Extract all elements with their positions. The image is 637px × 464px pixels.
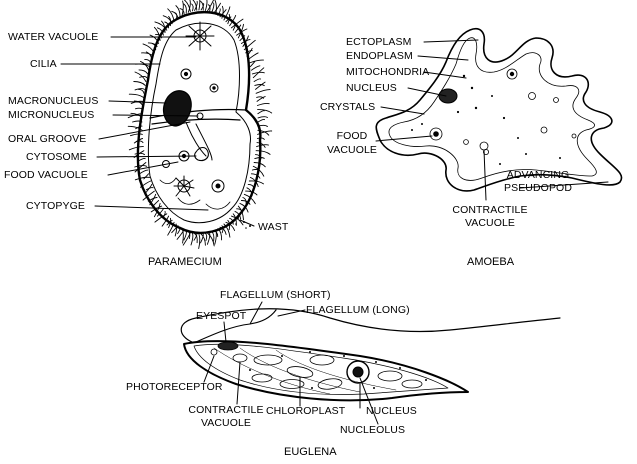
caption-amoeba: AMOEBA [467,256,515,268]
label-oral-groove: ORAL GROOVE [8,133,87,145]
water-vacuole-star [185,21,215,51]
label-nucleus: NUCLEUS [346,82,397,94]
label-endoplasm: ENDOPLASM [346,50,413,62]
caption-euglena: EUGLENA [284,446,337,458]
label-macronucleus: MACRONUCLEUS [8,95,99,107]
amoeba-drawing [375,28,623,192]
label-advancing-line2: PSEUDOPOD [504,182,572,194]
label-chloroplast: CHLOROPLAST [266,405,346,417]
euglena-nucleus [346,360,370,384]
label-water-vacuole: WATER VACUOLE [8,31,99,43]
label-ectoplasm: ECTOPLASM [346,36,412,48]
label-micronucleus: MICRONUCLEUS [8,109,95,121]
euglena-nucleolus [352,366,364,378]
label-eyespot: EYESPOT [196,310,247,322]
euglena-drawing [180,308,561,402]
label-mitochondria: MITOCHONDRIA [346,66,430,78]
amoeba-nucleus [438,88,458,104]
paramecium-drawing [127,0,273,249]
label-cytosome: CYTOSOME [26,151,87,163]
label-cytopyge: CYTOPYGE [26,200,85,212]
caption-paramecium: PARAMECIUM [148,256,222,268]
flagellum-long [180,308,561,343]
amoeba-contractile-vacuole [479,141,489,151]
label-food-vacuole: FOOD VACUOLE [4,169,88,181]
leader-lines [60,36,609,425]
label-flagellum-short: FLAGELLUM (SHORT) [220,289,331,301]
label-nucleolus: NUCLEOLUS [340,424,406,436]
eyespot-shape [217,341,239,351]
label-contractile-line2: VACUOLE [464,217,516,229]
label-food-vacuole-line1: FOOD [336,130,368,142]
label-crystals: CRYSTALS [320,101,376,113]
label-contractile-line1: CONTRACTILE [188,404,264,416]
label-wast: WAST [258,221,289,233]
amoeba-body [375,28,623,192]
euglena-body [183,340,469,402]
label-nucleus: NUCLEUS [366,405,417,417]
label-contractile-line1: CONTRACTILE [452,204,528,216]
paramecium-body [136,10,262,235]
label-cilia: CILIA [30,58,57,70]
label-food-vacuole-line2: VACUOLE [326,144,378,156]
label-contractile-line2: VACUOLE [200,417,252,429]
label-flagellum-long: FLAGELLUM (LONG) [306,304,410,316]
macronucleus-shape [163,90,192,127]
label-photoreceptor: PHOTORECEPTOR [126,381,223,393]
label-advancing-line1: ADVANCING [506,169,570,181]
